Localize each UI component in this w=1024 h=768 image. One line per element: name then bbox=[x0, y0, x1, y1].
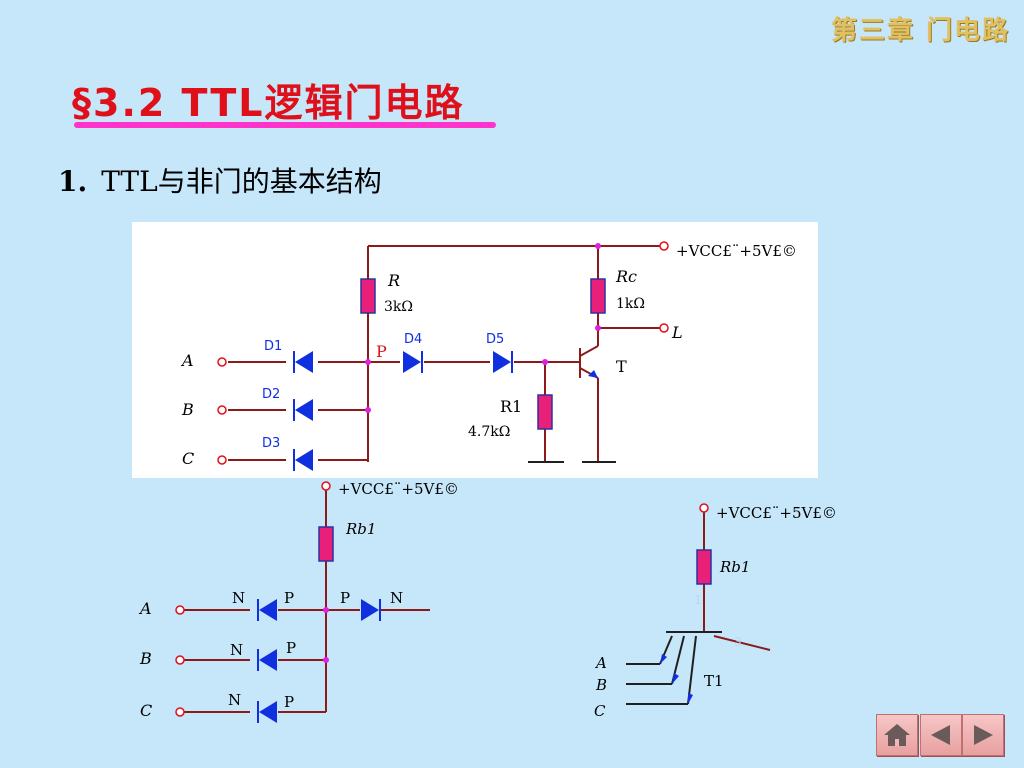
t1-input-a: A bbox=[594, 654, 607, 672]
equiv-p-c: P bbox=[284, 693, 294, 711]
equivalent-circuit: +VCC£¨+5V£© Rb1 A B C N P P N N P N P bbox=[138, 480, 459, 724]
t1-supply-terminal bbox=[699, 503, 709, 513]
equiv-n-b: N bbox=[230, 641, 243, 659]
main-junctions bbox=[365, 243, 601, 413]
t1-pin3-label: 3 bbox=[734, 635, 742, 649]
equiv-input-a: A bbox=[138, 599, 152, 618]
main-r-label: R bbox=[387, 271, 400, 290]
main-supply-label: +VCC£¨+5V£© bbox=[676, 242, 797, 260]
diode-d2-label: D2 bbox=[262, 387, 280, 402]
transistor-t-label: T bbox=[616, 357, 627, 376]
main-r-value: 3kΩ bbox=[384, 299, 413, 315]
main-rc-label: Rc bbox=[615, 267, 637, 286]
equiv-junctions bbox=[323, 607, 329, 663]
equiv-diode-out bbox=[360, 598, 381, 622]
equiv-diode-b bbox=[257, 648, 278, 672]
main-circuit-panel bbox=[132, 222, 818, 478]
main-r1-label: R1 bbox=[500, 397, 522, 416]
home-icon bbox=[884, 724, 910, 746]
equiv-input-c: C bbox=[140, 701, 152, 720]
t1-rb1-label: Rb1 bbox=[719, 558, 750, 576]
main-r1-value: 4.7kΩ bbox=[468, 424, 510, 440]
main-wires bbox=[228, 245, 660, 462]
equiv-rb1-label: Rb1 bbox=[345, 520, 376, 538]
equiv-n-c: N bbox=[228, 691, 241, 709]
equiv-p-b: P bbox=[286, 639, 296, 657]
nav-next-button[interactable] bbox=[962, 714, 1004, 756]
t1-emitter-arrows bbox=[660, 654, 693, 704]
diode-d5-label: D5 bbox=[486, 332, 504, 347]
subtitle-number: 1. bbox=[58, 165, 88, 198]
main-terminals bbox=[217, 241, 669, 465]
t1-input-c: C bbox=[594, 702, 606, 720]
diode-d4-label: D4 bbox=[404, 332, 422, 347]
resistor-r1 bbox=[537, 394, 553, 430]
nav-prev-button[interactable] bbox=[920, 714, 962, 756]
chapter-label: 第三章 门电路 bbox=[830, 16, 1010, 46]
equiv-supply-label: +VCC£¨+5V£© bbox=[338, 480, 459, 498]
diode-d3-label: D3 bbox=[262, 436, 280, 451]
main-input-b: B bbox=[181, 400, 194, 419]
resistor-rc bbox=[590, 278, 606, 314]
equiv-resistor-rb1 bbox=[318, 526, 334, 562]
equiv-input-b: B bbox=[139, 649, 152, 668]
equiv-diode-a bbox=[257, 598, 278, 622]
nav-home-button[interactable] bbox=[876, 714, 918, 756]
main-rc-value: 1kΩ bbox=[616, 296, 645, 312]
prev-icon bbox=[931, 725, 950, 745]
page-title: §3.2 TTL逻辑门电路 bbox=[72, 81, 465, 125]
main-circuit: +VCC£¨+5V£© R 3kΩ Rc 1kΩ L T R1 4.7kΩ P … bbox=[132, 222, 818, 478]
equiv-wires bbox=[184, 490, 430, 713]
diode-d1-label: D1 bbox=[264, 339, 282, 354]
output-l-label: L bbox=[671, 323, 683, 342]
equiv-n-a: N bbox=[232, 589, 245, 607]
t1-resistor-rb1 bbox=[696, 549, 712, 585]
equiv-diode-c bbox=[257, 700, 278, 724]
t1-input-b: B bbox=[595, 676, 607, 694]
main-input-c: C bbox=[182, 449, 194, 468]
t1-transistor-label: T1 bbox=[704, 672, 724, 690]
equiv-p-out: P bbox=[340, 589, 350, 607]
t1-supply-label: +VCC£¨+5V£© bbox=[716, 504, 837, 522]
node-p-label: P bbox=[376, 342, 387, 361]
emitter-arrow bbox=[588, 370, 598, 378]
t1-emitter-leads bbox=[626, 631, 722, 705]
section-subtitle: 1. TTL与非门的基本结构 bbox=[58, 160, 382, 200]
t1-circuit: +VCC£¨+5V£© Rb1 T1 A B C 1 3 bbox=[594, 503, 837, 720]
t1-wires bbox=[703, 512, 771, 651]
resistor-r bbox=[360, 278, 376, 314]
equiv-n-out: N bbox=[390, 589, 403, 607]
t1-pin1-label: 1 bbox=[694, 593, 702, 607]
equiv-p-a: P bbox=[284, 589, 294, 607]
title-underline bbox=[74, 122, 496, 128]
next-icon bbox=[974, 725, 993, 745]
subtitle-text: TTL与非门的基本结构 bbox=[101, 165, 382, 198]
main-input-a: A bbox=[180, 351, 194, 370]
equiv-terminals bbox=[175, 481, 331, 717]
